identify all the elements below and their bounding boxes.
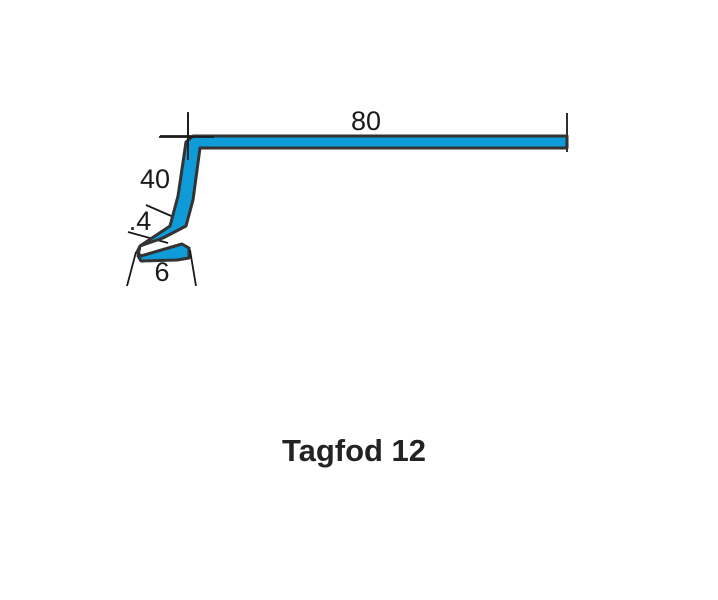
dimension-label-6: 6: [154, 257, 169, 287]
profile-outline-path: [135, 134, 569, 263]
dimension-label-40: 40: [140, 164, 170, 194]
dimension-6: 6: [126, 249, 197, 287]
dimension-40: 40: [140, 164, 170, 194]
bend-crosshair-marker: [159, 112, 214, 160]
extension-line-right-6: [189, 249, 197, 287]
dimension-label-80: 80: [351, 106, 381, 136]
leader-line-lower-4: [127, 231, 169, 244]
drawing-caption: Tagfod 12: [282, 433, 426, 468]
extension-line-left-6: [126, 251, 137, 287]
profile-body: [135, 134, 569, 263]
dimension-label-4: .4: [129, 206, 152, 236]
